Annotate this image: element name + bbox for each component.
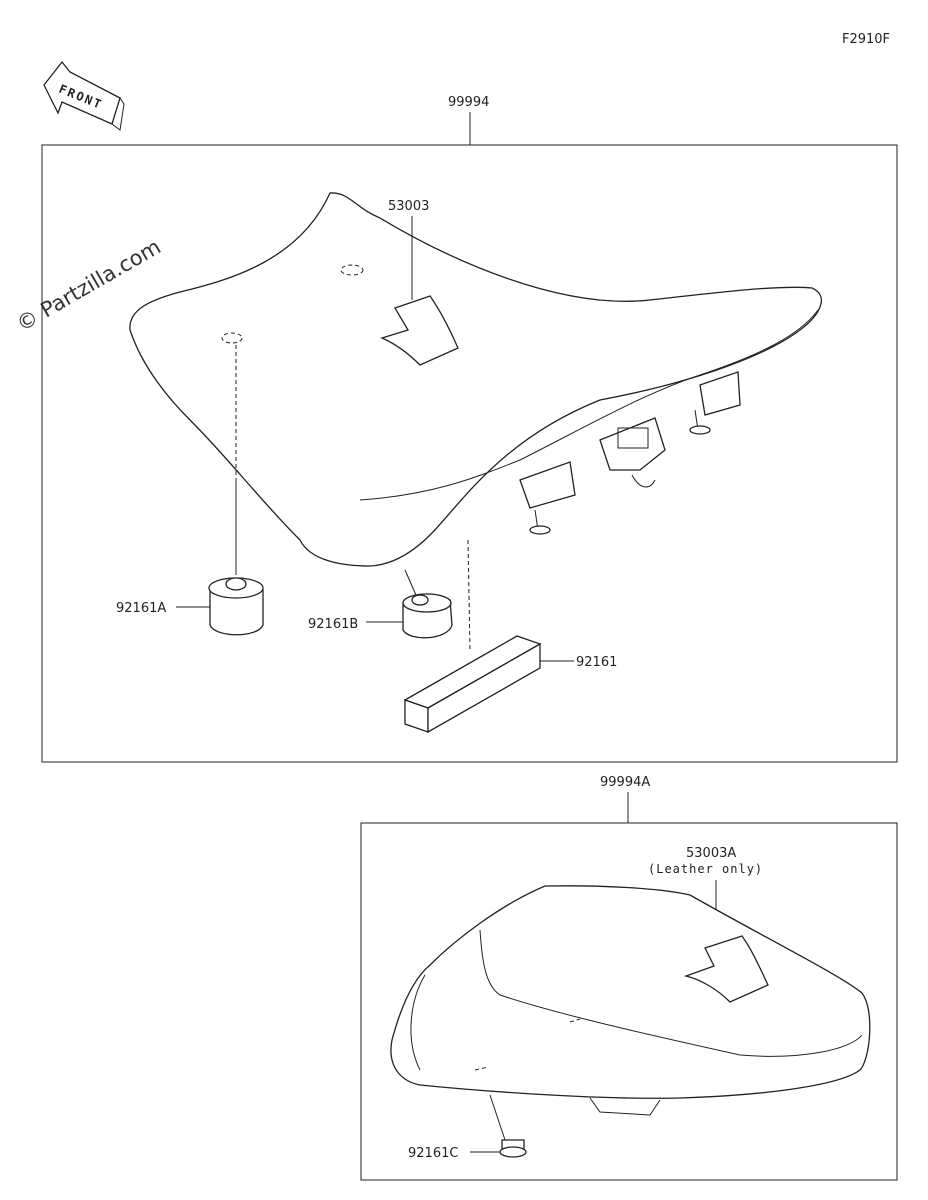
damper-92161a bbox=[208, 577, 264, 636]
grommet-92161c bbox=[499, 1139, 527, 1158]
assembly-1-label: 99994 bbox=[448, 95, 489, 110]
label-53003a: 53003A bbox=[686, 846, 736, 861]
label-92161b: 92161B bbox=[308, 617, 358, 632]
assembly-2-label: 99994A bbox=[600, 775, 650, 790]
assembly-1-box bbox=[41, 144, 898, 763]
front-seat bbox=[129, 192, 822, 567]
figure-code: F2910F bbox=[842, 32, 890, 47]
leather-only-note: (Leather only) bbox=[648, 862, 763, 876]
assembly-2-box bbox=[360, 822, 898, 1181]
label-92161a: 92161A bbox=[116, 601, 166, 616]
front-arrow-icon: FRONT bbox=[43, 60, 125, 131]
foam-block-92161 bbox=[403, 635, 542, 734]
label-53003: 53003 bbox=[388, 199, 429, 214]
label-92161c: 92161C bbox=[408, 1146, 458, 1161]
label-92161: 92161 bbox=[576, 655, 617, 670]
label-sticker-53003a bbox=[683, 935, 769, 1003]
label-sticker-53003 bbox=[380, 295, 459, 366]
damper-92161b bbox=[402, 593, 453, 639]
rear-seat bbox=[390, 885, 871, 1116]
